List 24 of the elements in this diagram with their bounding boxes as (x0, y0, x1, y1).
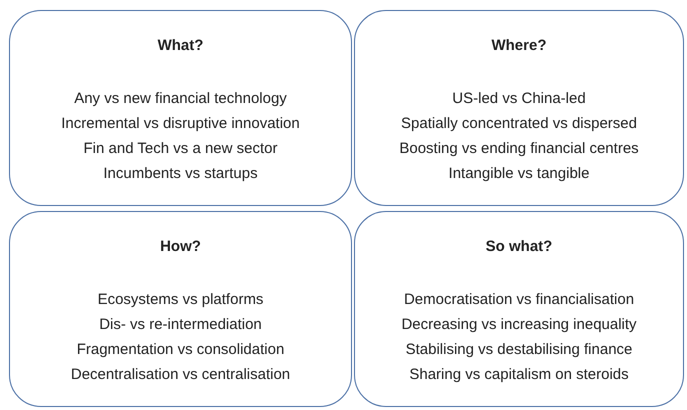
rounded-panel (354, 10, 684, 206)
panel-heading: Where? (490, 36, 548, 55)
contrast-item: Dis- vs re-intermediation (98, 315, 263, 334)
contrast-item: Decreasing vs increasing inequality (400, 315, 638, 334)
contrast-item: Spatially concentrated vs dispersed (400, 114, 638, 133)
contrast-item: Ecosystems vs platforms (96, 290, 264, 309)
contrast-item: Stabilising vs destabilising finance (404, 340, 634, 359)
contrast-item: Incremental vs disruptive innovation (60, 114, 301, 133)
contrast-item: Sharing vs capitalism on steroids (408, 365, 630, 384)
contrast-item: Decentralisation vs centralisation (70, 365, 292, 384)
contrast-item: Fragmentation vs consolidation (76, 340, 286, 359)
rounded-panel (9, 10, 352, 206)
panel-heading: So what? (484, 237, 554, 256)
contrast-item: Democratisation vs financialisation (402, 290, 636, 309)
contrast-item: Any vs new financial technology (73, 89, 288, 108)
contrast-item: Fin and Tech vs a new sector (82, 139, 278, 158)
contrast-item: Boosting vs ending financial centres (398, 139, 640, 158)
rounded-panel (9, 211, 352, 407)
contrast-item: US-led vs China-led (451, 89, 587, 108)
contrast-item: Intangible vs tangible (448, 164, 590, 183)
panel-heading: What? (156, 36, 204, 55)
rounded-panel (354, 211, 684, 407)
panel-heading: How? (159, 237, 202, 256)
contrast-item: Incumbents vs startups (102, 164, 259, 183)
